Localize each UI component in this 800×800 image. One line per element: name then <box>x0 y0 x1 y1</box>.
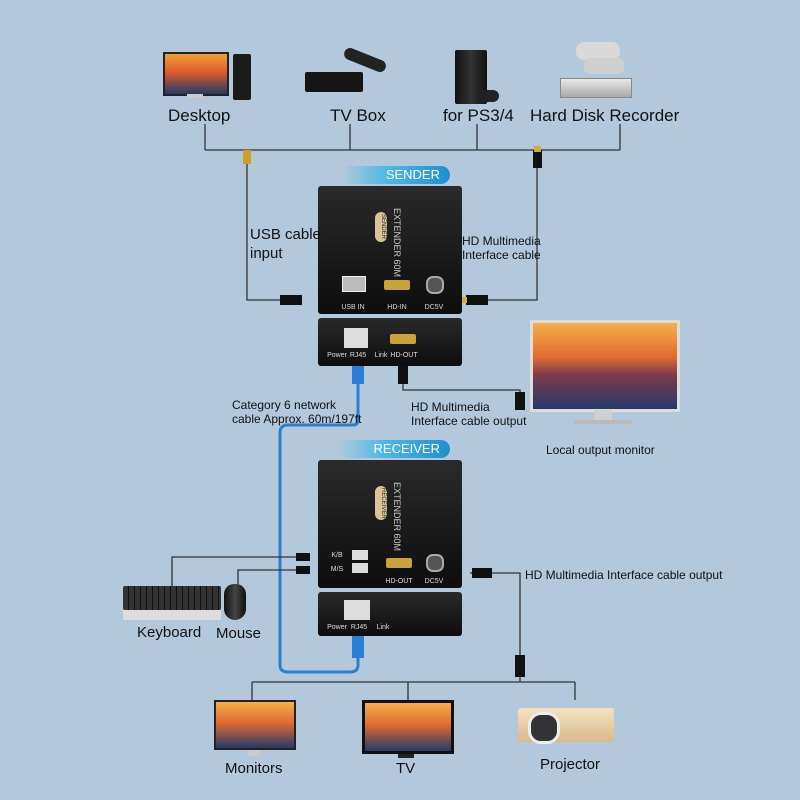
rj45-plug-icon <box>352 636 364 658</box>
game-console-icon <box>453 50 501 108</box>
sender-tag: SENDER <box>342 166 450 184</box>
rj45-port-icon <box>344 600 370 620</box>
sender-side-label: SENDER <box>380 214 386 240</box>
local-monitor-wire <box>402 370 521 398</box>
sender-unit: SENDER EXTENDER 60M USB IN HD-IN DC5V <box>318 186 462 314</box>
receiver-tag: RECEIVER <box>338 440 450 458</box>
rj45-port-icon <box>344 328 368 348</box>
port-label-dc5v: DC5V <box>424 304 444 311</box>
hdmi-input-label: HD Multimedia Interface cable <box>462 234 541 262</box>
port-label-hd-in: HD-IN <box>387 304 407 311</box>
usb-a-port-icon <box>352 563 368 573</box>
network-cable <box>278 370 360 674</box>
port-label-dc5v: DC5V <box>424 578 444 585</box>
port-label-link: Link <box>376 624 390 631</box>
local-monitor-icon <box>530 320 680 430</box>
port-label-usb-in: USB IN <box>341 304 365 311</box>
output-label-monitors: Monitors <box>225 760 283 777</box>
port-label-link: Link <box>374 352 388 359</box>
port-label-hd-out: HD-OUT <box>385 578 413 585</box>
mouse-icon <box>224 584 250 624</box>
sender-back-panel: Power RJ45 Link HD-OUT <box>318 318 462 366</box>
tv-box-icon <box>305 46 395 100</box>
receiver-unit: RECEIVER EXTENDER 60M K/B M/S HD-OUT DC5… <box>318 460 462 588</box>
sender-box-label: EXTENDER 60M <box>392 208 402 278</box>
network-cable-label: Category 6 network cable Approx. 60m/197… <box>232 398 362 426</box>
port-label-kb: K/B <box>331 552 343 559</box>
port-label-rj45: RJ45 <box>350 624 368 631</box>
desktop-icon <box>163 52 253 104</box>
port-label-power: Power <box>327 624 347 631</box>
receiver-box-label: EXTENDER 60M <box>392 482 402 552</box>
usb-peripheral-wires <box>171 556 300 586</box>
port-label-hd-out: HD-OUT <box>390 352 418 359</box>
hdmi-port-icon <box>386 558 412 568</box>
keyboard-label: Keyboard <box>137 624 202 641</box>
dc-port-icon <box>426 276 444 294</box>
receiver-side-label: RECEIVER <box>380 488 386 519</box>
source-label-desktop: Desktop <box>168 106 231 125</box>
output-label-tv: TV <box>396 760 416 777</box>
hdmi-output-label: HD Multimedia Interface cable output <box>411 400 527 428</box>
source-label-tv-box: TV Box <box>330 106 386 125</box>
hdmi-port-icon <box>390 334 416 344</box>
port-label-rj45: RJ45 <box>349 352 367 359</box>
hdmi-plug-icon <box>533 150 542 168</box>
usb-plug-icon <box>243 150 251 164</box>
mouse-label: Mouse <box>216 625 262 642</box>
usb-b-port-icon <box>342 276 366 292</box>
receiver-output-label: HD Multimedia Interface cable output <box>525 568 723 582</box>
source-label-ps: for PS3/4 <box>443 106 514 125</box>
source-label-hard-disk-recorder: Hard Disk Recorder <box>530 106 680 125</box>
usb-cable-label: USB cable input <box>250 226 321 262</box>
hard-disk-recorder-icon <box>560 40 632 102</box>
keyboard-icon <box>123 586 221 622</box>
usb-plug-icon <box>280 295 302 305</box>
port-label-ms: M/S <box>330 566 344 573</box>
receiver-back-panel: Power RJ45 Link <box>318 592 462 636</box>
hdmi-plug-icon <box>466 295 488 305</box>
dc-port-icon <box>426 554 444 572</box>
hdmi-plug-icon <box>398 362 408 384</box>
usb-a-port-icon <box>352 550 368 560</box>
output-label-projector: Projector <box>540 756 601 773</box>
hdmi-input-wire <box>468 150 538 301</box>
hdmi-plug-icon <box>515 655 525 677</box>
projector-icon <box>518 704 614 746</box>
rj45-plug-icon <box>352 362 364 384</box>
monitor-icon <box>214 700 296 758</box>
tv-icon <box>362 700 454 758</box>
port-label-power: Power <box>327 352 347 359</box>
local-monitor-label: Local output monitor <box>546 443 655 457</box>
hdmi-port-icon <box>384 280 410 290</box>
